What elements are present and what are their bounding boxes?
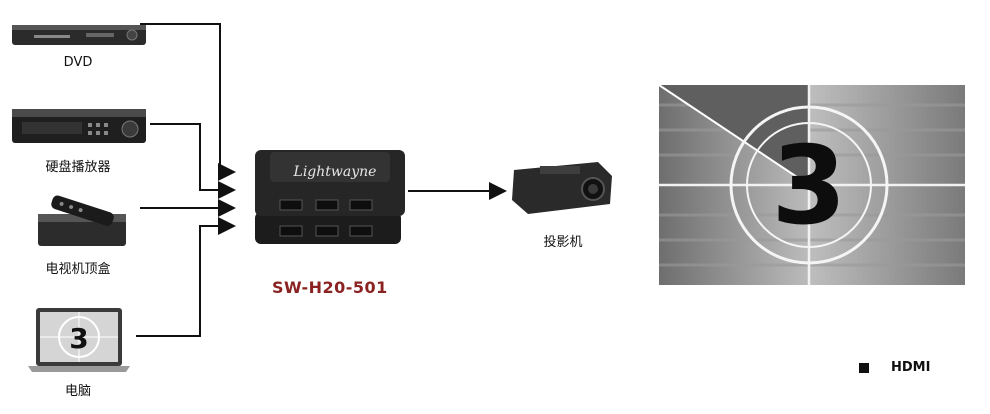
countdown-digit: 3 bbox=[771, 124, 846, 249]
legend: HDMI bbox=[859, 360, 930, 375]
computer-label: 电脑 bbox=[64, 384, 91, 399]
hdd-player-label: 硬盘播放器 bbox=[45, 160, 111, 175]
countdown-graphic: 3 bbox=[659, 85, 965, 285]
line-hdd bbox=[150, 123, 236, 199]
switcher-brand: Lightwayne bbox=[293, 164, 377, 180]
legend-hdmi-label: HDMI bbox=[891, 360, 931, 375]
dvd-label: DVD bbox=[63, 55, 93, 70]
set-top-box-label: 电视机顶盒 bbox=[45, 262, 111, 277]
line-dvd bbox=[140, 23, 236, 181]
computer-screen-digit: 3 bbox=[69, 322, 88, 355]
switcher-model: SW-H20-501 bbox=[272, 278, 388, 297]
projector-label: 投影机 bbox=[543, 235, 583, 250]
legend-hdmi-swatch bbox=[859, 362, 869, 373]
projection-screen: 3 bbox=[659, 85, 965, 285]
line-pc bbox=[136, 217, 236, 337]
